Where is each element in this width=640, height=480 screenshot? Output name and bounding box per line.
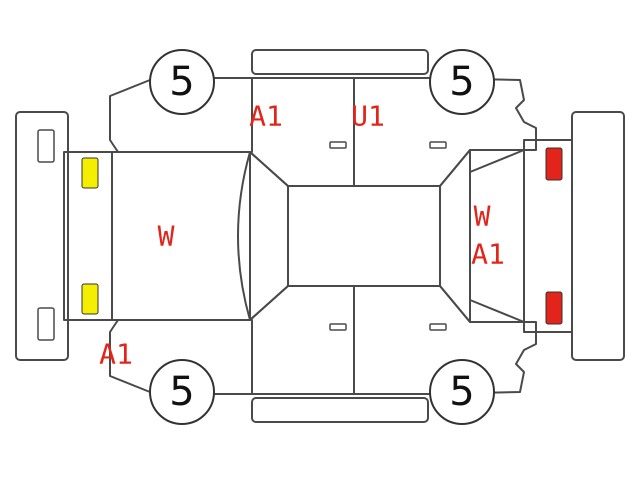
damage-code-front-bumper: A1	[99, 338, 133, 371]
rear-lamp-upper	[545, 147, 563, 181]
tire-rating-text: 5	[449, 59, 474, 105]
rear-lamp-lower	[545, 291, 563, 325]
roof-rail-top	[251, 49, 429, 75]
damage-code-rear-glass-w: W	[474, 200, 491, 233]
front-bumper	[15, 111, 69, 361]
tire-rear-right: 5	[429, 359, 495, 425]
tire-rear-left: 5	[429, 49, 495, 115]
damage-code-hood: W	[158, 220, 175, 253]
roof-rail-bottom	[251, 397, 429, 423]
rear-bumper	[571, 111, 625, 361]
damage-code-rear-glass-a1: A1	[471, 238, 505, 271]
front-lamp-upper	[81, 157, 99, 189]
tire-front-left: 5	[149, 49, 215, 115]
damage-code-front-door: A1	[249, 100, 283, 133]
damage-code-rear-door: U1	[351, 100, 385, 133]
tire-front-right: 5	[149, 359, 215, 425]
front-lamp-lower	[81, 283, 99, 315]
tire-rating-text: 5	[169, 369, 194, 415]
tire-rating-text: 5	[169, 59, 194, 105]
car-body	[63, 77, 573, 395]
tire-rating-text: 5	[449, 369, 474, 415]
